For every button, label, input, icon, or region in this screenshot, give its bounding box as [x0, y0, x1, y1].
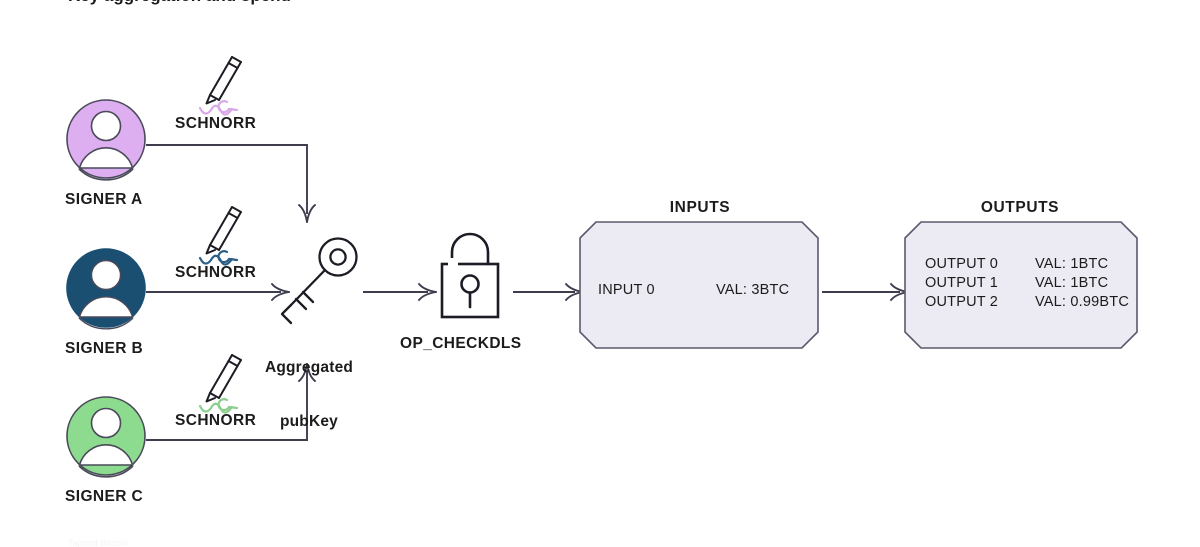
pencil-signature-icon-b: [198, 206, 242, 266]
signer-c-name: SIGNER C: [65, 488, 144, 505]
input-row-value: VAL: 3BTC: [716, 282, 790, 298]
output-row-value: VAL: 0.99BTC: [1035, 294, 1130, 310]
opcode-label: OP_CHECKDLS: [400, 335, 522, 352]
diagram-title-clipped: Key aggregation and spend: [68, 0, 291, 6]
signer-a-name: SIGNER A: [65, 191, 143, 208]
key-icon: [280, 237, 358, 325]
open-padlock-icon: [440, 232, 500, 319]
avatar-signer-a: [66, 99, 146, 181]
inputs-box: [579, 221, 819, 349]
inputs-box-title: INPUTS: [669, 199, 731, 216]
inputs-rows: INPUT 0 VAL: 3BTC: [598, 282, 789, 298]
aggregated-pubkey-label: Aggregated pubKey: [250, 322, 368, 468]
arrowhead-key-to-lock: [418, 283, 437, 301]
outputs-rows: OUTPUT 0 VAL: 1BTC OUTPUT 1 VAL: 1BTC OU…: [925, 256, 1129, 310]
avatar-signer-b: [66, 248, 146, 330]
connector-signer-a: [146, 144, 308, 214]
aggregated-pubkey-label-line2: pubKey: [279, 413, 339, 431]
output-row-name: OUTPUT 1: [925, 275, 999, 291]
output-row-name: OUTPUT 0: [925, 256, 999, 272]
input-row-name: INPUT 0: [598, 282, 655, 298]
avatar-signer-c: [66, 396, 146, 478]
schnorr-label-a: SCHNORR: [175, 115, 257, 132]
signer-b-name: SIGNER B: [65, 340, 144, 357]
outputs-box-title: OUTPUTS: [980, 199, 1060, 216]
schnorr-label-b: SCHNORR: [175, 264, 257, 281]
arrowhead-signer-a: [298, 204, 316, 223]
pencil-signature-icon-c: [198, 354, 242, 414]
diagram-footer-clipped: Taproot Bitcoin: [68, 538, 128, 547]
outputs-box: [904, 221, 1138, 349]
output-row-value: VAL: 1BTC: [1035, 256, 1109, 272]
aggregated-pubkey-label-line1: Aggregated: [264, 358, 354, 376]
padlock-open-gap: [448, 258, 458, 267]
schnorr-label-c: SCHNORR: [175, 412, 257, 429]
connector-signer-c: [146, 372, 308, 441]
output-row-value: VAL: 1BTC: [1035, 275, 1109, 291]
arrowhead-signer-c: [298, 363, 316, 382]
arrowhead-signer-b: [271, 283, 290, 301]
output-row-name: OUTPUT 2: [925, 294, 999, 310]
pencil-signature-icon-a: [198, 56, 242, 116]
